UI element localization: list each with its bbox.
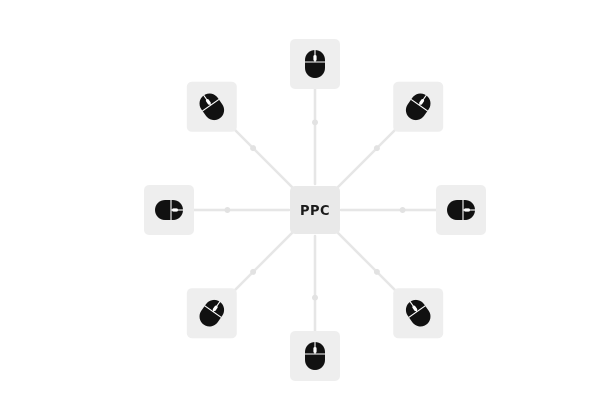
mouse-node-top (290, 39, 340, 89)
mouse-node-top-left (186, 81, 237, 132)
mouse-node-bottom (290, 331, 340, 381)
connection-lines (192, 87, 438, 333)
connector-dot (373, 145, 380, 152)
computer-mouse-icon (405, 299, 431, 327)
computer-mouse-icon (447, 200, 475, 220)
connector-dot (250, 268, 257, 275)
peripheral-nodes (144, 39, 486, 381)
connector-dot (399, 207, 406, 213)
connection-line (332, 123, 402, 193)
connector-dot (312, 294, 318, 301)
connection-line (228, 227, 298, 297)
connection-line (228, 123, 298, 193)
hub-label: PPC (300, 204, 330, 219)
mouse-node-top-right (393, 81, 444, 132)
connector-dot (312, 119, 318, 126)
mouse-node-right (436, 185, 486, 235)
hub-box (290, 186, 340, 234)
mouse-node-bottom-right (393, 288, 444, 339)
computer-mouse-icon (305, 50, 325, 78)
computer-mouse-icon (199, 299, 225, 327)
connector-dot (250, 145, 257, 152)
hub-node: PPC (290, 186, 340, 234)
connector-dot (373, 268, 380, 275)
computer-mouse-icon (199, 93, 225, 121)
connection-line (332, 227, 402, 297)
computer-mouse-icon (405, 93, 431, 121)
mouse-node-bottom-left (186, 288, 237, 339)
connector-dot (224, 207, 231, 213)
mouse-node-left (144, 185, 194, 235)
computer-mouse-icon (155, 200, 183, 220)
computer-mouse-icon (305, 342, 325, 370)
